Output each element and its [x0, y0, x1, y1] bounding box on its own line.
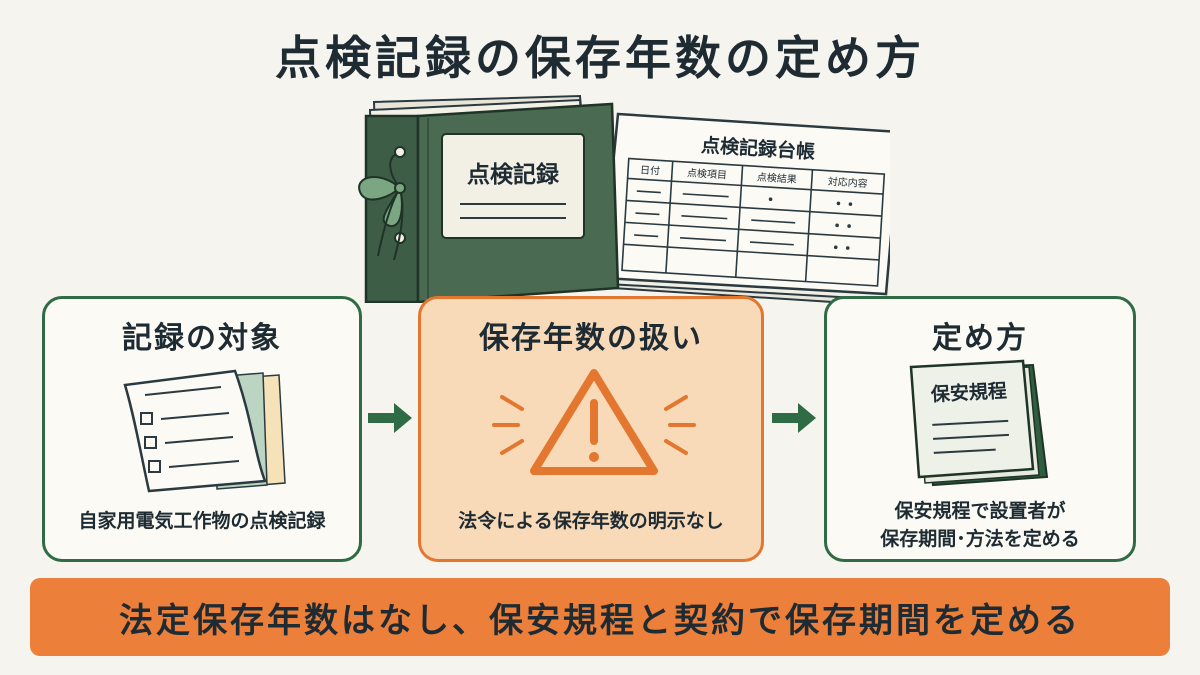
card-caption: 自家用電気工作物の点検記録: [78, 510, 326, 532]
safety-regulations-book-icon: 保安規程: [909, 359, 1049, 487]
card-record-target: 記録の対象 自家用電気工作物の点検記録: [42, 296, 362, 562]
card-title: 保存年数の扱い: [479, 321, 703, 356]
card-retention-handling: 保存年数の扱い 法令による保存年数の明示なし: [418, 296, 764, 562]
page-title: 点検記録の保存年数の定め方: [275, 31, 925, 85]
binder: 点検記録: [358, 94, 620, 303]
card-caption-line-2: 保存期間･方法を定める: [880, 528, 1080, 550]
binder-and-ledger-illustration: 点検記録台帳 日付 点検項目 点検結果 対応内容: [358, 94, 890, 303]
ledger-sheet: 点検記録台帳 日付 点検項目 点検結果 対応内容: [600, 112, 890, 303]
ledger-col-action: 対応内容: [827, 175, 868, 190]
ledger-col-result: 点検結果: [757, 170, 798, 185]
summary-banner: 法定保存年数はなし、保安規程と契約で保存期間を定める: [30, 578, 1170, 656]
arrow-right-icon: [772, 403, 816, 433]
arrow-right-icon: [368, 403, 412, 433]
card-title: 記録の対象: [122, 321, 282, 356]
card-caption-line-1: 保安規程で設置者が: [894, 500, 1066, 522]
binder-label: 点検記録: [467, 161, 560, 188]
ledger-col-date: 日付: [640, 163, 661, 177]
card-caption: 法令による保存年数の明示なし: [458, 510, 724, 532]
card-how-defined: 定め方 保安規程 保安規程で設置者が 保存期間･方法を定める: [824, 296, 1136, 562]
ledger-col-item: 点検項目: [687, 166, 728, 181]
book-label: 保安規程: [929, 379, 1007, 406]
ribbon-icon: [358, 153, 406, 261]
documents-icon: [123, 369, 286, 493]
warning-icon: [492, 369, 696, 475]
card-title: 定め方: [932, 321, 1028, 356]
summary-banner-text: 法定保存年数はなし、保安規程と契約で保存期間を定める: [119, 600, 1081, 641]
